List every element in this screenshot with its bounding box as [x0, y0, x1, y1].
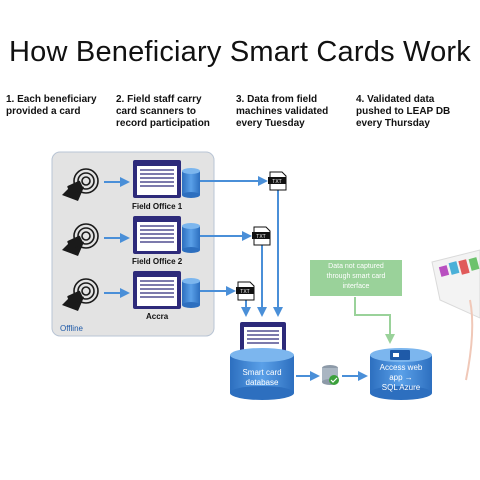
- step-3-text: 3. Data from field machines validated ev…: [236, 94, 329, 129]
- smart-card-database-icon: [230, 348, 294, 400]
- txt-label-1: TXT: [272, 179, 281, 185]
- web-app-screenshot-image: [431, 249, 480, 381]
- txt-label-3: TXT: [240, 289, 249, 295]
- txt-label-2: TXT: [256, 234, 265, 240]
- txt-file-icon-3: [236, 281, 255, 301]
- step-4-text: 4. Validated data pushed to LEAP DB ever…: [356, 94, 451, 129]
- scanner-window-icon-3: [133, 271, 181, 309]
- step-2-text: 2. Field staff carry card scanners to re…: [116, 94, 210, 129]
- office-database-icon-3: [182, 278, 200, 308]
- smart-card-database-label: Smart card database: [242, 368, 282, 387]
- txt-file-icon-2: [252, 226, 271, 246]
- callout-box: Data not captured through smart card int…: [310, 260, 402, 296]
- office-label-2: Field Office 2: [132, 257, 183, 266]
- access-web-app-database-icon: [370, 348, 432, 400]
- smart-card-window-icon: [240, 322, 286, 356]
- txt-file-icon-1: [268, 171, 287, 191]
- office-database-icon-2: [182, 223, 200, 253]
- office-label-1: Field Office 1: [132, 202, 183, 211]
- database-sync-icon: [322, 365, 339, 385]
- step-1-text: 1. Each beneficiary provided a card: [6, 94, 97, 117]
- scanner-window-icon-1: [133, 160, 181, 198]
- office-label-3: Accra: [146, 312, 169, 321]
- page-title: How Beneficiary Smart Cards Work: [9, 36, 471, 68]
- card-reader-icon-1: [62, 168, 99, 201]
- card-reader-icon-2: [62, 223, 99, 256]
- card-reader-icon-3: [62, 278, 99, 311]
- office-database-icon-1: [182, 168, 200, 198]
- callout-arrow: [354, 297, 395, 344]
- scanner-window-icon-2: [133, 216, 181, 254]
- offline-label: Offline: [60, 324, 83, 333]
- access-web-app-label: Access web app → SQL Azure: [379, 363, 423, 392]
